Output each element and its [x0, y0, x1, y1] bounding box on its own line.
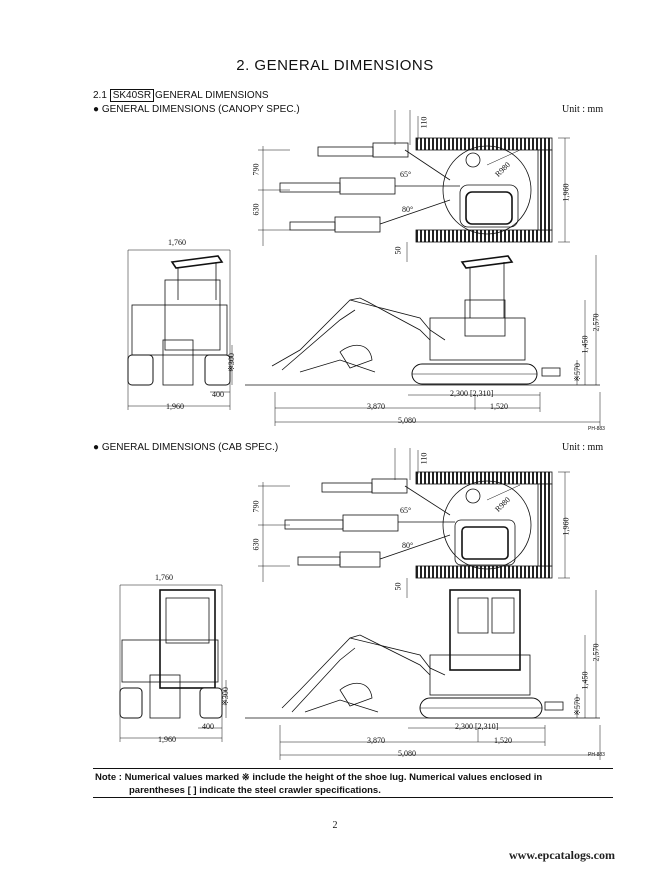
- dim-label: 1,520: [494, 736, 512, 745]
- dim-label: 3,870: [367, 402, 385, 411]
- dim-label: 400: [212, 390, 224, 399]
- cab-heading: ● GENERAL DIMENSIONS (CAB SPEC.): [93, 442, 279, 453]
- section-label: GENERAL DIMENSIONS: [155, 90, 269, 101]
- dim-label: 110: [419, 116, 429, 129]
- dim-label: 80°: [402, 205, 414, 214]
- dim-label: 80°: [402, 541, 414, 550]
- top-view: [258, 448, 570, 598]
- dim-label: 400: [202, 722, 214, 731]
- dim-label: 2,300 [2,310]: [455, 722, 499, 731]
- canopy-heading: ● GENERAL DIMENSIONS (CANOPY SPEC.): [93, 104, 300, 115]
- top-view: [258, 110, 570, 262]
- drawing-code: PH-883: [588, 752, 605, 758]
- dim-label: 1,760: [168, 238, 186, 247]
- dim-label: 1,960: [561, 183, 571, 202]
- dim-label: 5,080: [398, 749, 416, 758]
- dim-label: 1,520: [490, 402, 508, 411]
- boom-positions: [279, 110, 460, 233]
- note-text-1: Numerical values marked ※ include the he…: [124, 772, 543, 783]
- side-view: [245, 589, 601, 760]
- cab-unit: Unit : mm: [562, 442, 604, 453]
- dim-label: 3,870: [367, 736, 385, 745]
- page-number: 2: [332, 820, 338, 831]
- boom-positions: [284, 448, 455, 568]
- watermark: www.epcatalogs.com: [509, 848, 615, 862]
- dim-label: 2,570: [591, 313, 601, 332]
- dim-label: 50: [393, 582, 403, 591]
- dim-label: ※570: [572, 697, 582, 716]
- note-label: Note :: [95, 772, 122, 783]
- dim-label: 5,080: [398, 416, 416, 425]
- page-title: 2. GENERAL DIMENSIONS: [236, 57, 434, 74]
- front-view: [119, 584, 227, 742]
- dim-label: 1,960: [561, 517, 571, 536]
- dim-label: 1,760: [155, 573, 173, 582]
- bullet-icon: ●: [93, 442, 100, 453]
- dim-label: ※300: [226, 353, 236, 372]
- dim-label: 65°: [400, 506, 412, 515]
- note-block: Note : Numerical values marked ※ include…: [95, 771, 611, 797]
- dim-label: 65°: [400, 170, 412, 179]
- bullet-icon: ●: [93, 104, 100, 115]
- note-line-2: parentheses [ ] indicate the steel crawl…: [95, 784, 611, 797]
- note-divider-top: [93, 768, 613, 769]
- front-view: [127, 249, 233, 410]
- section-number: 2.1: [93, 90, 107, 101]
- dim-label: 630: [251, 203, 261, 216]
- dim-label: 1,960: [166, 402, 184, 411]
- dim-label: 1,960: [158, 735, 176, 744]
- drawing-code: PH-883: [588, 426, 605, 432]
- canopy-unit: Unit : mm: [562, 104, 604, 115]
- dim-label: ※300: [220, 687, 230, 706]
- note-divider-bottom: [93, 797, 613, 798]
- dim-label: 1,450: [580, 335, 590, 354]
- dim-label: 790: [251, 163, 261, 176]
- dim-label: 790: [251, 500, 261, 513]
- model-box: SK40SR: [109, 89, 155, 102]
- dim-label: ※570: [572, 363, 582, 382]
- dim-label: 1,450: [580, 671, 590, 690]
- dim-label: 50: [393, 246, 403, 255]
- dim-label: 110: [419, 452, 429, 465]
- note-text-2: parentheses [ ] indicate the steel crawl…: [129, 785, 381, 796]
- side-view: [245, 255, 601, 426]
- dim-label: 630: [251, 538, 261, 551]
- dim-label: 2,570: [591, 643, 601, 662]
- note-line-1: Note : Numerical values marked ※ include…: [95, 771, 611, 784]
- dim-label: 2,300 [2,310]: [450, 389, 494, 398]
